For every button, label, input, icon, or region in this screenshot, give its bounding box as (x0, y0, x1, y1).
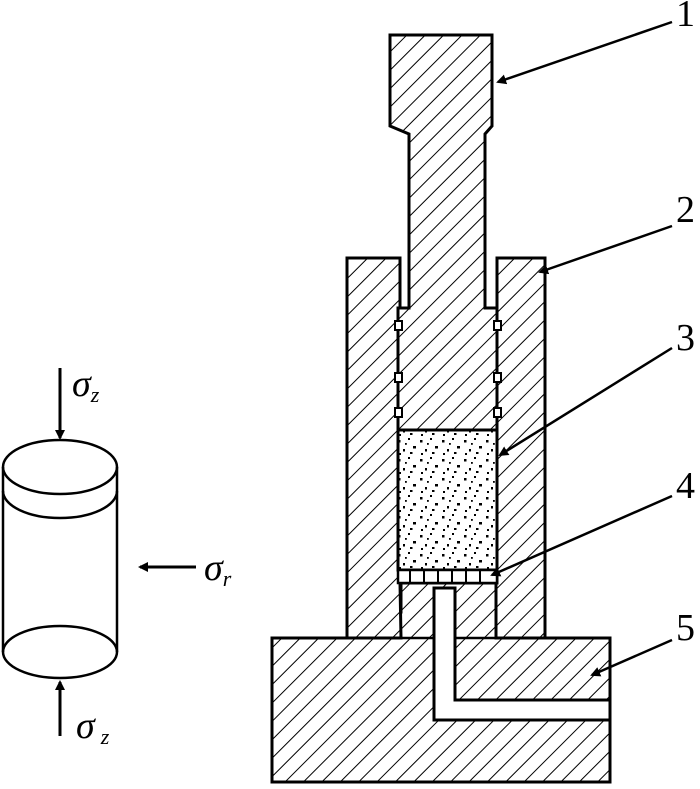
leader-arrow-5 (590, 638, 673, 677)
soil-sample (396, 428, 499, 572)
label-porous-disc: 4 (676, 465, 695, 507)
porous-disc (396, 568, 499, 585)
base-block (270, 581, 612, 784)
piston (388, 33, 502, 432)
stress-element-cylinder (1, 438, 119, 680)
label-base: 5 (676, 607, 695, 649)
label-cylinder: 2 (676, 189, 695, 231)
cylinder-walls (345, 256, 547, 640)
leader-arrow-4 (490, 494, 673, 577)
label-piston: 1 (676, 0, 695, 35)
o-ring-seals (394, 320, 502, 418)
leader-arrow-1 (496, 20, 673, 85)
sigma-z-top: σz (72, 363, 100, 407)
sigma-r: σr (204, 547, 232, 591)
leader-arrow-3 (498, 346, 673, 457)
drainage-channel (432, 586, 612, 722)
label-sample: 3 (676, 317, 695, 359)
leader-arrow-2 (538, 224, 673, 275)
